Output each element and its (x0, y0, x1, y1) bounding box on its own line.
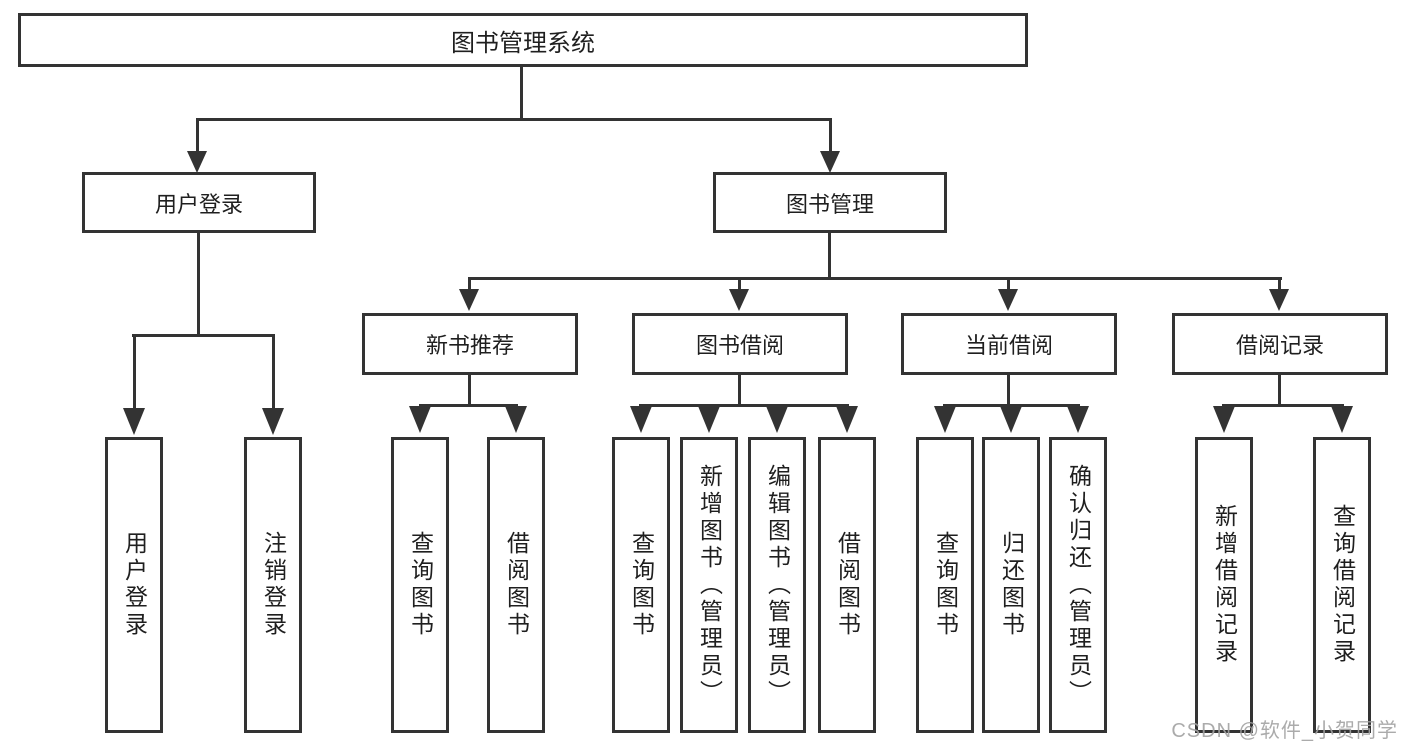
connector-stem (829, 118, 832, 154)
leaf-query-books-current: 查询图书 (916, 437, 974, 733)
arrow-down-icon (698, 406, 720, 433)
leaf-borrow-books-borrowing: 借阅图书 (818, 437, 876, 733)
arrow-down-icon (1331, 406, 1353, 433)
leaf-label: 归还图书 (998, 531, 1025, 639)
connector-stem (197, 232, 200, 335)
leaf-return-books: 归还图书 (982, 437, 1040, 733)
leaf-label: 确认归还（管理员） (1065, 463, 1092, 707)
arrow-down-icon (934, 406, 956, 433)
connector-split (419, 404, 518, 407)
leaf-borrow-books-recommend: 借阅图书 (487, 437, 545, 733)
arrow-down-icon (1000, 406, 1022, 433)
leaf-label: 注销登录 (260, 531, 287, 639)
connector-stem (828, 232, 831, 278)
leaf-query-books-borrowing: 查询图书 (612, 437, 670, 733)
arrow-down-icon (729, 289, 749, 311)
connector-stem (272, 334, 275, 412)
arrow-down-icon (1067, 406, 1089, 433)
arrow-down-icon (459, 289, 479, 311)
leaf-label: 查询借阅记录 (1329, 504, 1356, 666)
arrow-down-icon (766, 406, 788, 433)
node-borrowing-records: 借阅记录 (1172, 313, 1388, 375)
connector-stem (1278, 277, 1281, 291)
connector-stem (738, 277, 741, 291)
node-library-management-system: 图书管理系统 (18, 13, 1028, 67)
arrow-down-icon (1269, 289, 1289, 311)
connector-split (943, 404, 1080, 407)
leaf-query-books-recommend: 查询图书 (391, 437, 449, 733)
arrow-down-icon (123, 408, 145, 435)
arrow-down-icon (187, 151, 207, 173)
watermark: CSDN @软件_小贺同学 (1171, 720, 1398, 742)
arrow-down-icon (998, 289, 1018, 311)
node-label: 用户登录 (154, 191, 243, 217)
connector-stem (133, 334, 136, 412)
connector-split (639, 404, 849, 407)
leaf-label: 查询图书 (407, 531, 434, 639)
leaf-label: 查询图书 (932, 531, 959, 639)
leaf-user-login: 用户登录 (105, 437, 163, 733)
node-label: 新书推荐 (425, 333, 514, 358)
connector-split (132, 334, 275, 337)
arrow-down-icon (505, 406, 527, 433)
arrow-down-icon (836, 406, 858, 433)
connector-stem (468, 277, 471, 291)
leaf-label: 借阅图书 (503, 531, 530, 639)
connector-stem (196, 118, 199, 154)
connector-level2-split (196, 118, 832, 121)
leaf-edit-book-admin: 编辑图书（管理员） (748, 437, 806, 733)
leaf-label: 新增图书（管理员） (696, 463, 723, 707)
node-label: 当前借阅 (964, 333, 1053, 358)
node-new-book-recommendation: 新书推荐 (362, 313, 578, 375)
leaf-add-borrow-record: 新增借阅记录 (1195, 437, 1253, 733)
arrow-down-icon (409, 406, 431, 433)
node-user-login: 用户登录 (82, 172, 316, 233)
leaf-label: 新增借阅记录 (1211, 504, 1238, 666)
leaf-query-borrow-record: 查询借阅记录 (1313, 437, 1371, 733)
connector-stem (1007, 373, 1010, 406)
arrow-down-icon (1213, 406, 1235, 433)
leaf-confirm-return-admin: 确认归还（管理员） (1049, 437, 1107, 733)
connector-level3-split (469, 277, 1282, 280)
connector-stem (738, 373, 741, 406)
arrow-down-icon (262, 408, 284, 435)
leaf-label: 编辑图书（管理员） (764, 463, 791, 707)
leaf-label: 查询图书 (628, 531, 655, 639)
connector-stem (1278, 373, 1281, 406)
connector-stem (1007, 277, 1010, 291)
connector-stem (468, 373, 471, 406)
node-label: 图书管理 (785, 191, 874, 217)
leaf-label: 用户登录 (121, 531, 148, 639)
leaf-label: 借阅图书 (834, 531, 861, 639)
leaf-logout-login: 注销登录 (244, 437, 302, 733)
node-label: 图书管理系统 (451, 29, 595, 57)
connector-split (1222, 404, 1344, 407)
arrow-down-icon (820, 151, 840, 173)
node-label: 借阅记录 (1235, 333, 1324, 358)
arrow-down-icon (630, 406, 652, 433)
node-label: 图书借阅 (695, 333, 784, 358)
node-current-borrowing: 当前借阅 (901, 313, 1117, 375)
node-book-management: 图书管理 (713, 172, 947, 233)
connector-root-trunk (520, 66, 523, 119)
leaf-add-book-admin: 新增图书（管理员） (680, 437, 738, 733)
node-book-borrowing: 图书借阅 (632, 313, 848, 375)
